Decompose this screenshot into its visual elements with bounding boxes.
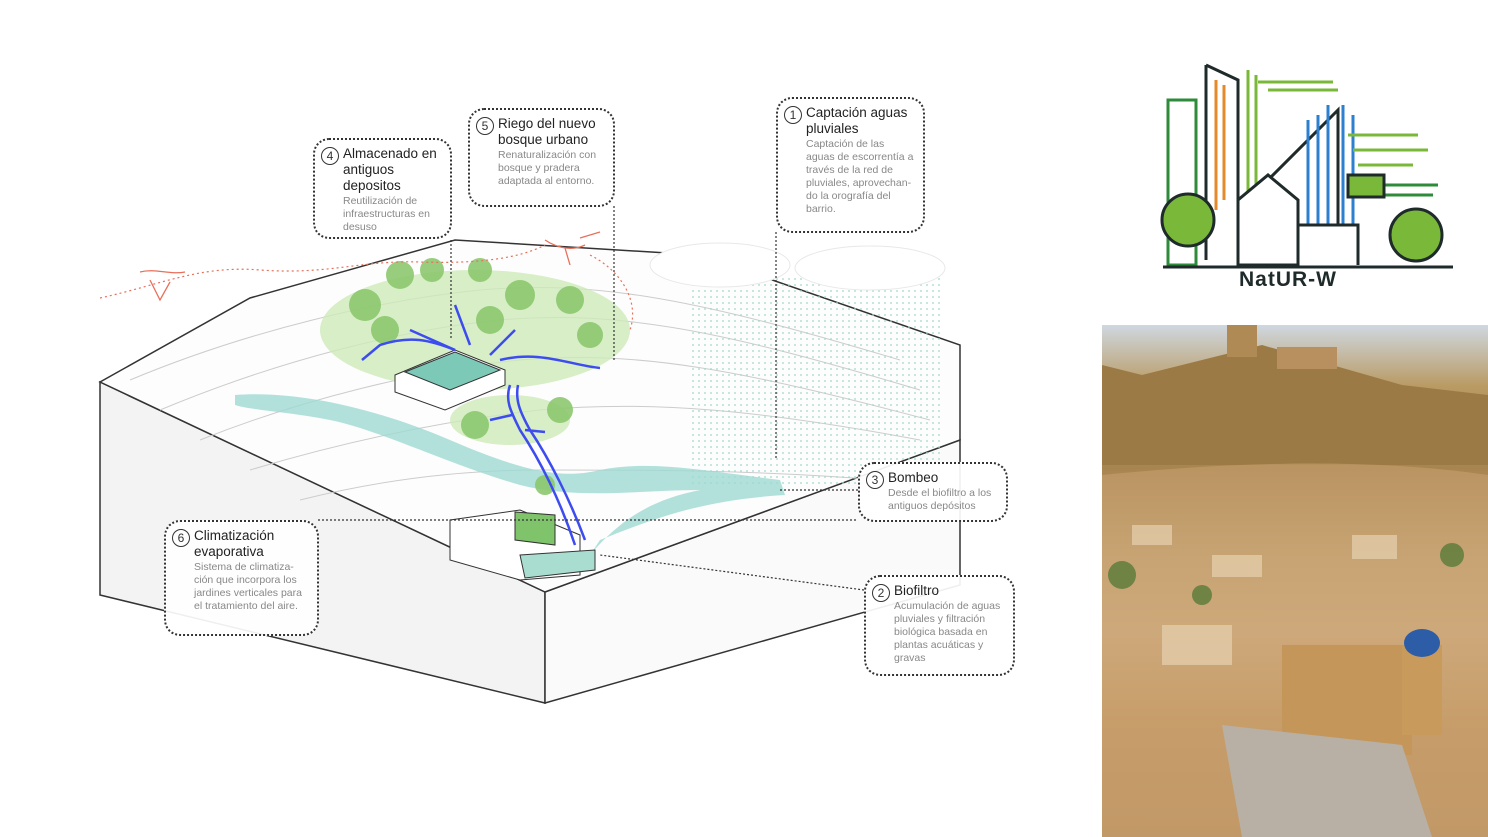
step-title: Riego del nuevo bosque urbano — [498, 116, 596, 147]
step-4-callout: 4 Almacenado en antiguos depositos Reuti… — [313, 138, 452, 239]
step-description: Renaturalización con bosque y pradera ad… — [498, 149, 597, 187]
step-number: 6 — [172, 529, 190, 547]
step-3-callout: 3 Bombeo Desde el biofiltro a los antigu… — [858, 462, 1008, 522]
step-number: 3 — [866, 471, 884, 489]
step-number: 1 — [784, 106, 802, 124]
step-1-callout: 1 Captación aguas pluviales Captación de… — [776, 97, 925, 233]
bird-icon — [139, 231, 601, 302]
step-title: Climatización evaporativa — [194, 528, 275, 559]
lorca-city-photo — [1102, 325, 1488, 837]
trees — [349, 258, 603, 495]
step-description: Captación de las aguas de escorrentía a … — [806, 138, 914, 215]
step-title: Biofiltro — [894, 583, 940, 598]
step-title: Captación aguas pluviales — [806, 105, 908, 136]
vertical-garden — [514, 511, 556, 546]
clouds — [649, 242, 946, 291]
step-6-callout: 6 Climatización evaporativa Sistema de c… — [164, 520, 319, 636]
water-pipes — [361, 304, 601, 546]
step-number: 5 — [476, 117, 494, 135]
bird-flight-path-2 — [589, 254, 634, 331]
step-description: Sistema de climatiza-ción que incorpora … — [194, 561, 302, 612]
bird-flight-path — [99, 244, 546, 299]
step-description: Desde el biofiltro a los antiguos depósi… — [888, 487, 992, 512]
biofilter-pond — [519, 549, 596, 579]
naturw-logo — [1160, 63, 1453, 269]
water-cycle-diagram — [98, 206, 961, 704]
stream — [235, 394, 785, 555]
logo-text: NatUR-W — [1239, 268, 1337, 291]
step-number: 4 — [321, 147, 339, 165]
city-photo-illustration — [1102, 325, 1488, 837]
tank-roof — [403, 351, 502, 391]
step-title: Bombeo — [888, 470, 939, 485]
step-title: Almacenado en antiguos depositos — [343, 146, 437, 193]
leader-lines — [318, 206, 865, 591]
step-2-callout: 2 Biofiltro Acumulación de aguas pluvial… — [864, 575, 1015, 676]
step-description: Acumulación de aguas pluviales y filtrac… — [894, 600, 1001, 664]
step-description: Reutilización de infraestructuras en des… — [343, 195, 430, 233]
step-number: 2 — [872, 584, 890, 602]
step-5-callout: 5 Riego del nuevo bosque urbano Renatura… — [468, 108, 615, 207]
rain-area — [690, 275, 940, 485]
